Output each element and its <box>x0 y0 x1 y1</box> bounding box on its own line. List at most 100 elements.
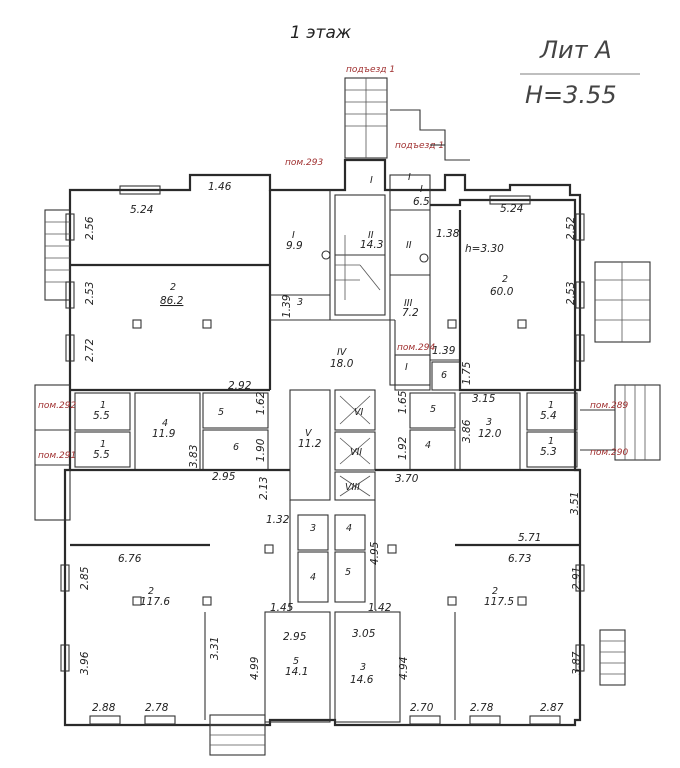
dimension-labels: 5.24 5.24 1.46 2.56 2.53 2.72 2.52 2.53 … <box>79 181 583 714</box>
svg-text:3.31: 3.31 <box>209 637 221 660</box>
svg-text:1.38: 1.38 <box>436 228 460 240</box>
svg-text:3.51: 3.51 <box>569 492 581 515</box>
svg-text:1.65: 1.65 <box>397 390 409 414</box>
svg-text:2.72: 2.72 <box>84 338 96 362</box>
svg-text:II: II <box>368 230 374 241</box>
svg-text:2.56: 2.56 <box>84 216 96 240</box>
svg-text:4: 4 <box>425 440 431 451</box>
svg-text:I: I <box>408 172 411 183</box>
room-ref: пом.294 <box>397 343 435 353</box>
svg-text:3.96: 3.96 <box>79 651 91 675</box>
svg-text:9.9: 9.9 <box>286 240 303 252</box>
room-ref: пом.291 <box>38 451 76 461</box>
lit-title: Лит А <box>539 36 612 64</box>
svg-text:IV: IV <box>337 347 348 358</box>
columns <box>132 250 527 606</box>
svg-text:3: 3 <box>360 662 366 673</box>
svg-text:2.88: 2.88 <box>92 702 116 714</box>
svg-text:14.6: 14.6 <box>350 674 374 686</box>
svg-text:VII: VII <box>350 447 362 458</box>
svg-text:1.32: 1.32 <box>266 514 290 526</box>
svg-text:117.5: 117.5 <box>484 596 514 608</box>
svg-text:18.0: 18.0 <box>330 358 354 370</box>
svg-text:4.95: 4.95 <box>369 541 381 565</box>
svg-text:6: 6 <box>233 442 239 453</box>
svg-text:1: 1 <box>548 436 554 447</box>
svg-text:3.87: 3.87 <box>571 651 583 675</box>
svg-text:3.86: 3.86 <box>461 419 473 443</box>
room-ref: пом.292 <box>38 401 76 411</box>
svg-text:4: 4 <box>162 418 168 429</box>
windows <box>60 185 585 725</box>
entrance-stair-top <box>344 77 470 161</box>
svg-text:4.99: 4.99 <box>249 656 261 680</box>
room-labels: 2 86.2 2 60.0 I 9.9 II 14.3 I 6.5 III 7.… <box>93 184 557 686</box>
svg-text:5: 5 <box>218 407 224 418</box>
ceiling-height: h=3.30 <box>465 243 504 255</box>
stair-bottom <box>209 714 266 756</box>
svg-text:1.42: 1.42 <box>368 602 392 614</box>
svg-text:4: 4 <box>310 572 316 583</box>
svg-text:1.90: 1.90 <box>255 438 267 462</box>
svg-text:5.3: 5.3 <box>540 446 557 458</box>
svg-text:III: III <box>404 298 413 309</box>
svg-text:5.24: 5.24 <box>500 203 523 215</box>
height-label: H=3.55 <box>525 81 617 109</box>
stair-right <box>594 261 661 461</box>
svg-text:1.62: 1.62 <box>255 391 267 415</box>
svg-text:I: I <box>420 184 423 195</box>
small-labels: I I II 3 5 6 5 4 6 I 3 4 4 5 VI VII VIII <box>218 172 447 583</box>
svg-text:7.2: 7.2 <box>402 307 419 319</box>
svg-text:2.95: 2.95 <box>283 631 307 643</box>
svg-text:5: 5 <box>430 404 436 415</box>
svg-text:2.53: 2.53 <box>84 282 96 305</box>
svg-text:5.5: 5.5 <box>93 449 110 461</box>
svg-text:14.3: 14.3 <box>360 239 383 251</box>
svg-text:1.46: 1.46 <box>208 181 232 193</box>
svg-text:6: 6 <box>441 370 447 381</box>
svg-text:1.39: 1.39 <box>281 294 293 318</box>
svg-text:V: V <box>305 428 313 439</box>
svg-text:4: 4 <box>346 523 352 534</box>
svg-text:I: I <box>405 362 408 373</box>
svg-text:3.83: 3.83 <box>188 445 200 468</box>
svg-text:2.53: 2.53 <box>565 282 577 305</box>
svg-text:117.6: 117.6 <box>140 596 170 608</box>
svg-text:12.0: 12.0 <box>478 428 502 440</box>
stair-right-bottom <box>599 629 626 686</box>
svg-text:I: I <box>370 175 373 186</box>
svg-text:VI: VI <box>354 407 363 418</box>
svg-text:1.75: 1.75 <box>461 361 473 385</box>
svg-text:5.71: 5.71 <box>518 532 541 544</box>
svg-text:5.4: 5.4 <box>540 410 557 422</box>
room-ref: пом.293 <box>285 158 323 168</box>
svg-text:2: 2 <box>170 282 176 293</box>
svg-text:2.95: 2.95 <box>212 471 236 483</box>
svg-text:3: 3 <box>297 297 303 308</box>
svg-text:4.94: 4.94 <box>398 657 410 680</box>
svg-text:6.5: 6.5 <box>413 196 430 208</box>
entrance-label: подъезд 1 <box>395 141 444 151</box>
svg-text:2: 2 <box>492 586 498 597</box>
svg-text:5: 5 <box>293 656 299 667</box>
svg-text:3.15: 3.15 <box>472 393 496 405</box>
svg-text:2: 2 <box>148 586 154 597</box>
svg-text:1: 1 <box>548 400 554 411</box>
svg-text:2.78: 2.78 <box>145 702 169 714</box>
svg-text:VIII: VIII <box>345 482 360 493</box>
entrance-label: подъезд 1 <box>346 65 395 75</box>
svg-text:2: 2 <box>502 274 508 285</box>
svg-text:5.5: 5.5 <box>93 410 110 422</box>
svg-text:II: II <box>406 240 412 251</box>
svg-text:14.1: 14.1 <box>285 666 308 678</box>
svg-text:1.39: 1.39 <box>432 345 456 357</box>
svg-text:2.91: 2.91 <box>571 567 583 590</box>
svg-text:5: 5 <box>345 567 351 578</box>
svg-text:3.05: 3.05 <box>352 628 376 640</box>
svg-text:1.45: 1.45 <box>270 602 294 614</box>
svg-text:I: I <box>292 230 295 241</box>
svg-text:60.0: 60.0 <box>490 286 514 298</box>
svg-text:3.70: 3.70 <box>395 473 419 485</box>
svg-text:2.92: 2.92 <box>228 380 252 392</box>
